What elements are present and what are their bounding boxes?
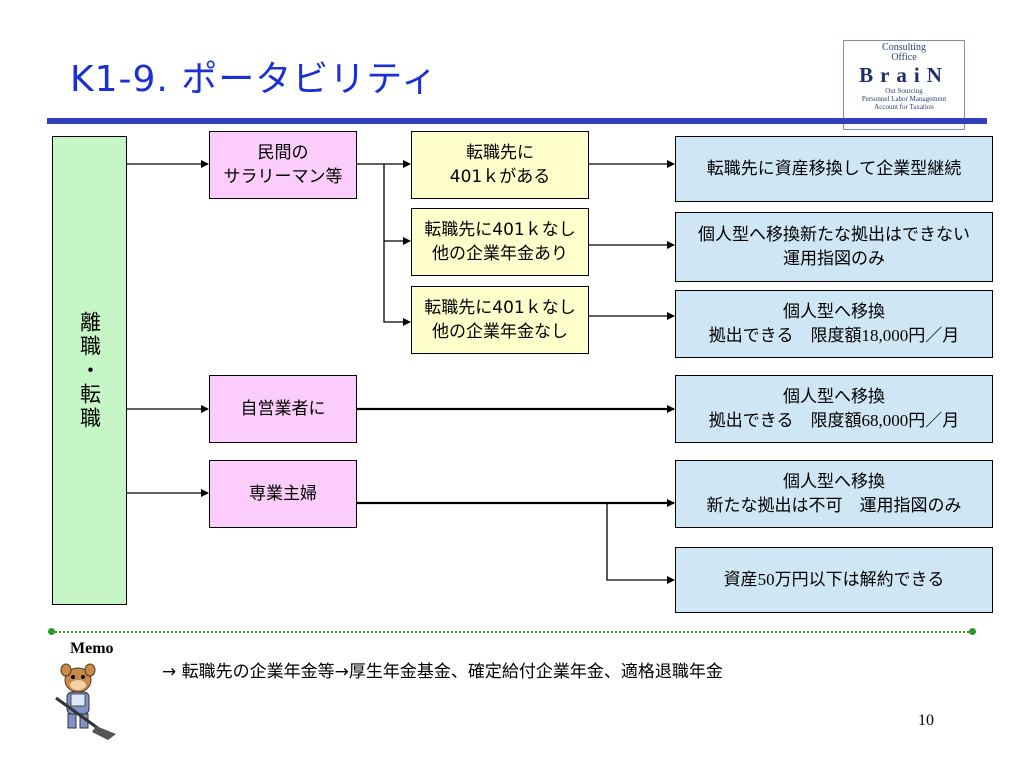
root-box: 離職・転職 bbox=[52, 136, 127, 605]
slide-title: K1-9. ポータビリティ bbox=[70, 59, 439, 100]
result-personal-18000: 個人型へ移換 拠出できる 限度額18,000円／月 bbox=[675, 290, 993, 358]
condition-no401k-pension: 転職先に401ｋなし 他の企業年金あり bbox=[411, 208, 589, 276]
branch-salaryman-conditions bbox=[383, 164, 411, 326]
logo-brand: BraiN bbox=[859, 63, 949, 87]
result-corporate: 転職先に資産移換して企業型継続 bbox=[675, 136, 993, 202]
condition-401k: 転職先に 401ｋがある bbox=[411, 131, 589, 199]
logo-line-personnel: Personnel Labor Management bbox=[861, 95, 947, 103]
title-rule bbox=[47, 118, 987, 124]
memo-label: Memo bbox=[70, 640, 114, 657]
memo-line-start-dot bbox=[48, 628, 55, 635]
logo-line-consulting: Consulting bbox=[882, 42, 926, 53]
arrow-housewife-cancel bbox=[606, 503, 675, 584]
result-cancel: 資産50万円以下は解約できる bbox=[675, 547, 993, 613]
logo-line-outsourcing: Out Sourcing bbox=[885, 87, 923, 95]
root-label: 離職・転職 bbox=[77, 310, 102, 431]
result-personal-68000: 個人型へ移換 拠出できる 限度額68,000円／月 bbox=[675, 375, 993, 443]
logo-line-office: Office bbox=[891, 52, 917, 63]
logo-line-account: Account for Taxation bbox=[874, 103, 934, 111]
memo-text: → 転職先の企業年金等→厚生年金基金、確定給付企業年金、適格退職年金 bbox=[162, 662, 723, 682]
condition-no401k-nopension: 転職先に401ｋなし 他の企業年金なし bbox=[411, 286, 589, 354]
memo-line-end-dot bbox=[969, 628, 976, 635]
result-personal-manage: 個人型へ移換新たな拠出はできない 運用指図のみ bbox=[675, 212, 993, 282]
category-salaryman: 民間の サラリーマン等 bbox=[209, 131, 357, 199]
brain-logo: Consulting Office BraiN Out Sourcing Per… bbox=[843, 40, 965, 130]
mascot-icon bbox=[55, 663, 116, 740]
category-selfemployed: 自営業者に bbox=[209, 375, 357, 443]
category-housewife: 専業主婦 bbox=[209, 460, 357, 528]
result-personal-nocontrib: 個人型へ移換 新たな拠出は不可 運用指図のみ bbox=[675, 460, 993, 528]
page-number: 10 bbox=[918, 712, 934, 729]
memo-divider bbox=[52, 631, 972, 633]
